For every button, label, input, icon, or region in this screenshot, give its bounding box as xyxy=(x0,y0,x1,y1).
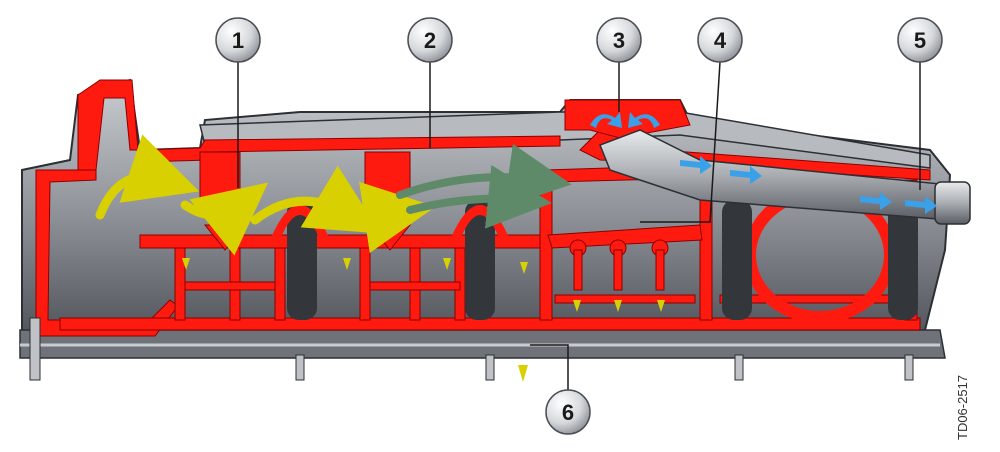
pipe-end-fitting xyxy=(934,181,971,225)
leader-6 xyxy=(530,344,569,392)
cyclone-lower-cut xyxy=(547,224,703,249)
drip-6 xyxy=(614,300,622,312)
air-arrow-3 xyxy=(860,192,892,210)
drain-stem-1 xyxy=(573,249,583,291)
guide-3 xyxy=(722,200,752,320)
callout-2: 2 xyxy=(407,17,453,63)
oil-arrow-4 xyxy=(359,181,436,253)
air-arrow-2 xyxy=(730,166,762,184)
oil-flow-arrows xyxy=(95,134,436,256)
drip-2 xyxy=(343,258,351,270)
wall-d xyxy=(359,247,371,321)
callout-bubble xyxy=(596,17,642,63)
callout-label: 5 xyxy=(914,28,926,53)
oil-arrow-2 xyxy=(180,182,269,256)
air-flow-arrows xyxy=(590,112,937,214)
callout-label: 4 xyxy=(714,28,727,53)
callout-5: 5 xyxy=(897,17,943,63)
callout-bubble xyxy=(697,17,743,63)
bolt-3 xyxy=(485,354,495,381)
bottom-floor-cut xyxy=(59,317,921,331)
leader-lines xyxy=(237,61,921,392)
drip-7 xyxy=(657,300,665,312)
guide-2 xyxy=(465,200,495,320)
callout-bubble xyxy=(545,389,591,435)
guide-4 xyxy=(888,200,918,320)
drip-5 xyxy=(573,300,581,312)
drip-1 xyxy=(182,258,190,270)
air-arrow-4 xyxy=(905,196,937,214)
drip-3 xyxy=(443,258,451,270)
callout-bubble xyxy=(897,17,943,63)
wall-g xyxy=(539,179,553,321)
gas-arrow-2 xyxy=(406,164,552,229)
callout-bubble xyxy=(215,17,261,63)
reference-code: TD06-2517 xyxy=(955,374,970,440)
gas-flow-arrows xyxy=(396,143,572,229)
callout-label: 6 xyxy=(562,400,574,425)
callout-label: 2 xyxy=(424,28,436,53)
drain-stem-2 xyxy=(613,249,623,291)
drain-stem-3 xyxy=(655,249,665,291)
callout-label: 3 xyxy=(613,28,625,53)
callout-label: 1 xyxy=(232,28,244,53)
cyclone-drains xyxy=(569,239,669,291)
baffle-chamber-1 xyxy=(199,151,241,211)
callout-bubble xyxy=(407,17,453,63)
rib-2 xyxy=(369,281,461,291)
rib-1 xyxy=(184,281,276,291)
air-arrow-top-right xyxy=(628,112,660,128)
callout-4: 4 xyxy=(697,17,743,63)
bolt-2 xyxy=(295,354,305,381)
drip-8 xyxy=(518,365,528,382)
air-arrow-top-left xyxy=(590,112,622,128)
wall-c xyxy=(274,247,286,321)
oil-arrow-3 xyxy=(250,165,381,234)
callout-3: 3 xyxy=(596,17,642,63)
oil-drips xyxy=(182,258,665,382)
bolt-4 xyxy=(734,354,744,381)
bolts xyxy=(29,317,914,381)
callout-6: 6 xyxy=(545,389,591,435)
bolt-1 xyxy=(29,317,41,381)
callout-1: 1 xyxy=(215,17,261,63)
bolt-5 xyxy=(904,354,914,381)
drip-4 xyxy=(520,262,528,274)
leader-4 xyxy=(640,61,721,223)
oil-arrow-1 xyxy=(95,134,200,220)
rib-3 xyxy=(554,294,696,304)
air-arrow-1 xyxy=(680,156,712,174)
